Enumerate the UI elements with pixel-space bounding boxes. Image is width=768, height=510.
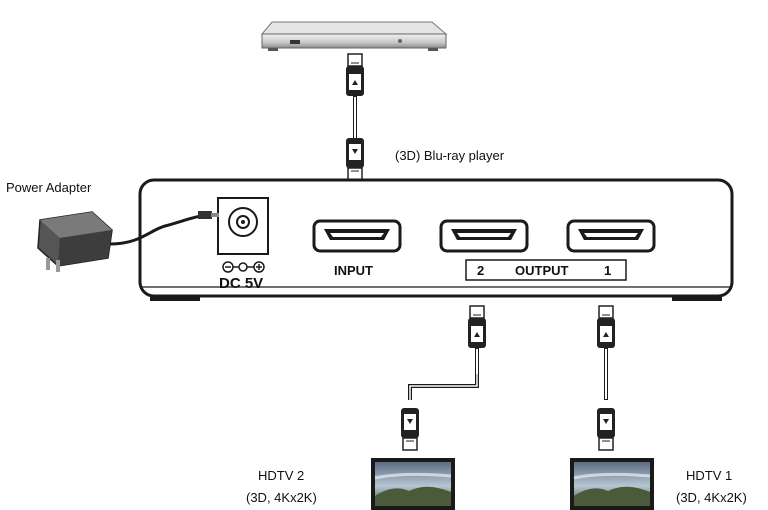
output-2-number: 2: [477, 263, 484, 278]
hdtv-1-spec: (3D, 4Kx2K): [676, 490, 747, 505]
input-hdmi-cable: [345, 53, 365, 181]
hdmi-input-port: [312, 219, 402, 253]
output-label-box: [465, 259, 627, 281]
hdtv-2-name: HDTV 2: [258, 468, 304, 483]
dc-5v-label: DC 5V: [219, 275, 263, 292]
dc-power-jack: [217, 197, 269, 255]
power-adapter-label: Power Adapter: [6, 180, 92, 195]
power-adapter-icon: [37, 211, 113, 272]
input-port-label: INPUT: [334, 263, 373, 278]
output-1-number: 1: [604, 263, 611, 278]
polarity-symbol-icon: [222, 261, 265, 273]
blu-ray-player-icon: [260, 21, 448, 51]
output-1-hdmi-cable: [596, 305, 616, 451]
power-cable: [109, 211, 219, 246]
output-2-hdmi-cable: [400, 305, 487, 451]
hdtv-2-icon: [369, 456, 457, 510]
hdtv-1-icon: [568, 456, 656, 510]
hdtv-1-name: HDTV 1: [686, 468, 732, 483]
hdtv-2-spec: (3D, 4Kx2K): [246, 490, 317, 505]
hdmi-output-port-2: [439, 219, 529, 253]
source-device-label: (3D) Blu-ray player: [395, 148, 505, 163]
output-title-label: OUTPUT: [515, 263, 569, 278]
hdmi-output-port-1: [566, 219, 656, 253]
